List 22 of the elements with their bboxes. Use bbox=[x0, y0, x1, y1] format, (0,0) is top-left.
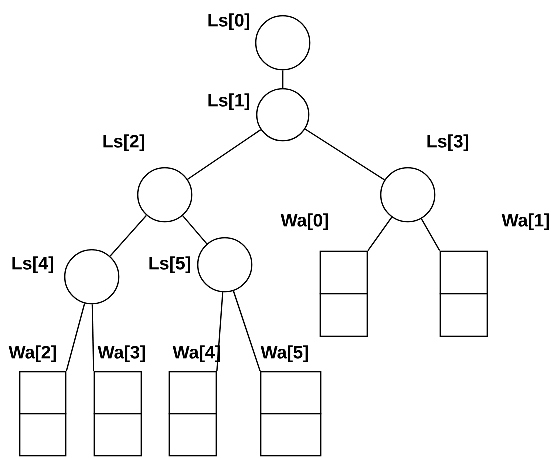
connector-line bbox=[110, 215, 148, 257]
node-label: Wa[3] bbox=[98, 346, 146, 362]
node-label: Ls[0] bbox=[208, 14, 250, 30]
connector-line bbox=[216, 292, 224, 372]
connector-line bbox=[421, 218, 440, 252]
connector-line bbox=[368, 217, 392, 252]
connector-line bbox=[66, 304, 86, 372]
node-label: Wa[0] bbox=[280, 214, 328, 230]
connector-line bbox=[305, 128, 386, 181]
connector-line bbox=[182, 216, 208, 244]
connector-line bbox=[282, 70, 284, 88]
node-label: Wa[1] bbox=[502, 214, 550, 230]
node-label: Ls[5] bbox=[150, 256, 190, 274]
node-label: Ls[1] bbox=[208, 94, 250, 110]
connector-line bbox=[233, 291, 261, 372]
connector-line bbox=[92, 304, 94, 372]
connector-line bbox=[188, 129, 262, 180]
node-label: Ls[4] bbox=[12, 256, 54, 274]
node-label: Ls[3] bbox=[428, 134, 468, 152]
node-label: Wa[5] bbox=[260, 346, 308, 362]
node-label: Ls[2] bbox=[104, 134, 144, 152]
node-label: Wa[2] bbox=[8, 346, 56, 362]
